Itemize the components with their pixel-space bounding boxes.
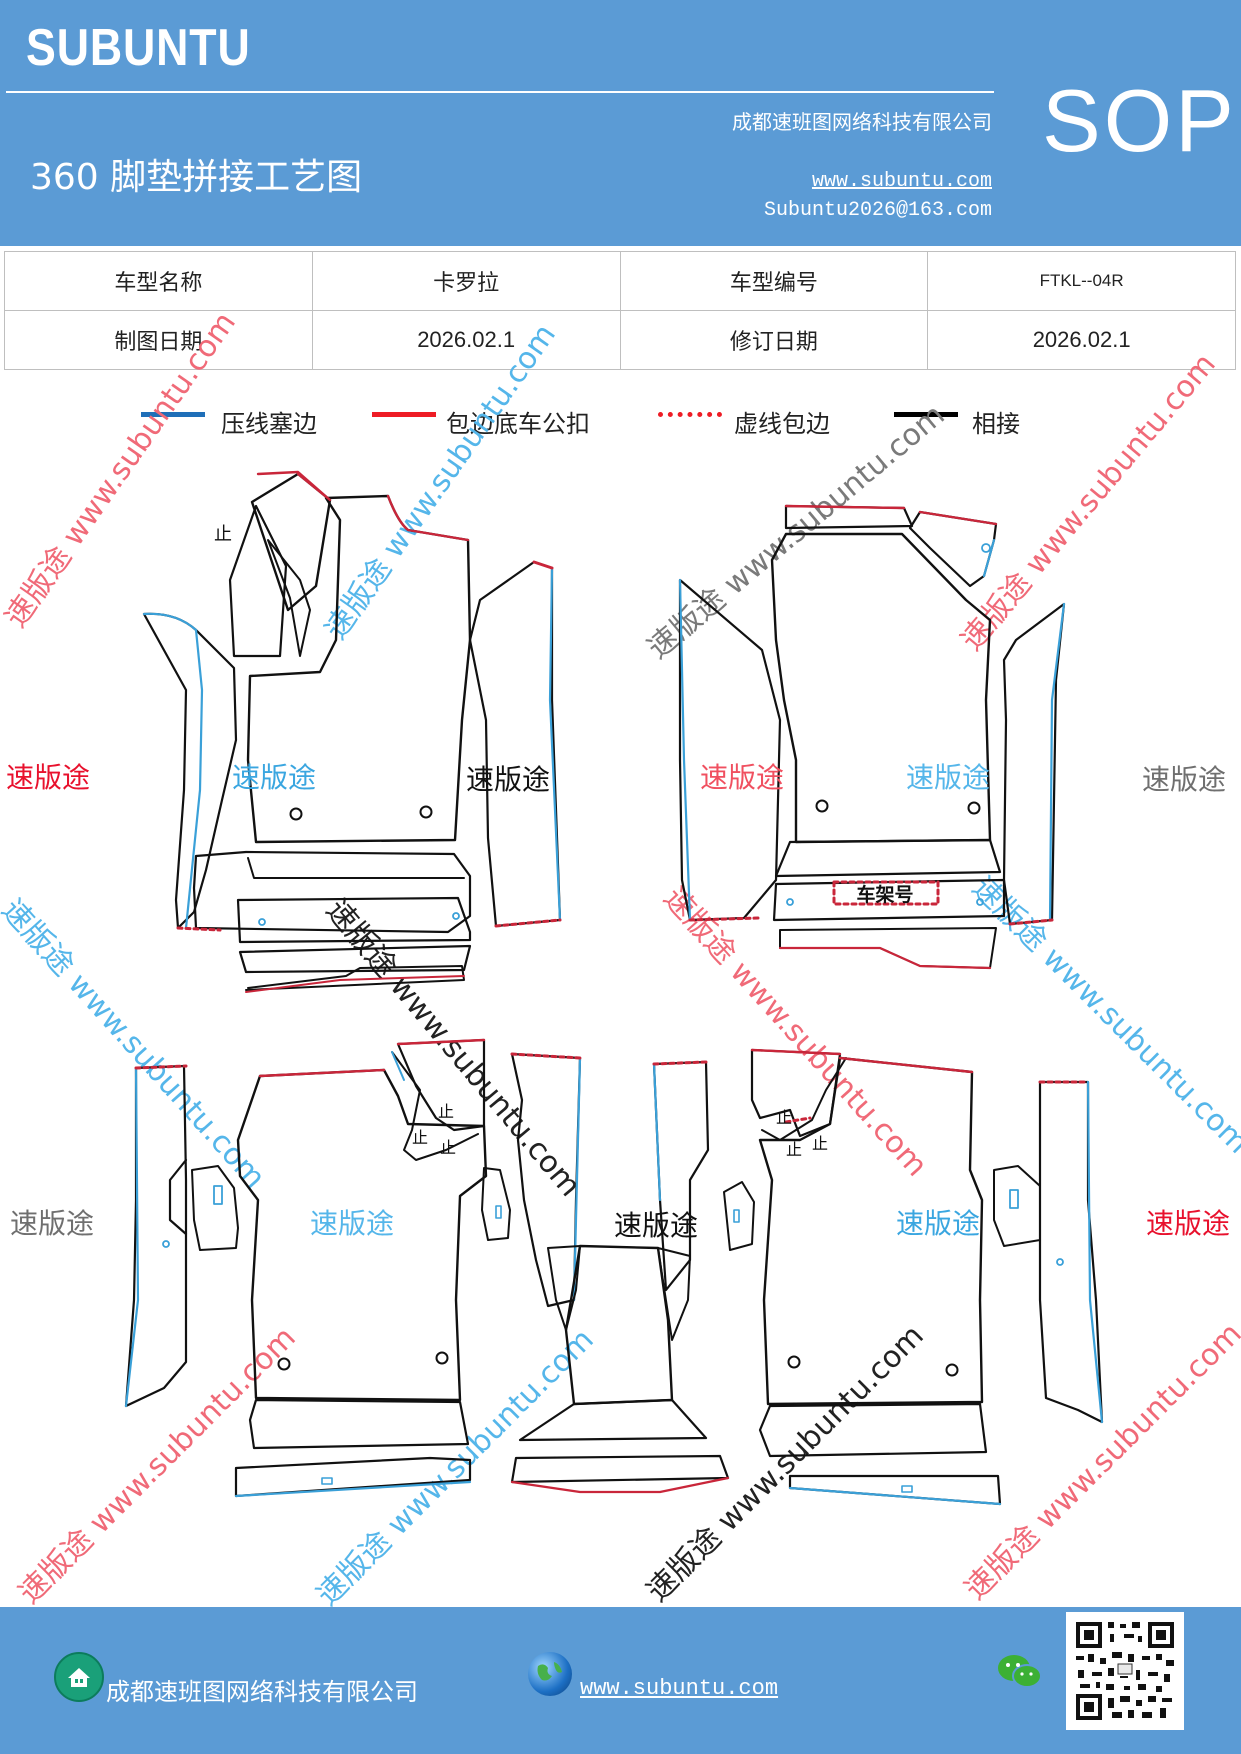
legend-label: 相接	[972, 410, 1020, 438]
wechat-icon	[996, 1652, 1044, 1692]
sop-badge: SOP	[1042, 71, 1237, 170]
header-company-name: 成都速班图网络科技有限公司	[732, 110, 992, 134]
floor-mat-pattern-drawing	[124, 470, 1104, 1506]
watermark-brand: 速版途	[896, 1207, 981, 1240]
legend-line-blue	[141, 412, 205, 417]
joint-mark: 止	[812, 1134, 829, 1153]
header-website-link[interactable]: www.subuntu.com	[811, 170, 992, 193]
legend-line-red	[372, 412, 436, 417]
page-title: 360 脚垫拼接工艺图	[30, 157, 363, 198]
legend-line-black	[894, 412, 958, 417]
header-divider	[6, 91, 994, 93]
watermark-brand: 速版途	[906, 761, 991, 794]
frame-number-tag: 车架号	[856, 884, 914, 906]
table-row: 制图日期 2026.02.1 修订日期 2026.02.1	[4, 310, 1236, 370]
joint-mark: 止	[214, 524, 232, 545]
mat-group-front-left	[142, 470, 562, 993]
home-icon	[54, 1652, 104, 1702]
footer-company-name: 成都速班图网络科技有限公司	[106, 1678, 418, 1706]
draw-date-label: 制图日期	[4, 310, 313, 370]
legend-line-red-dotted	[658, 412, 722, 417]
model-code-value: FTKL--04R	[927, 251, 1236, 311]
mat-group-rear-center	[510, 1244, 730, 1494]
watermark-brand: 速版途	[6, 761, 91, 794]
model-name-label: 车型名称	[4, 251, 313, 311]
watermark-brand: 速版途	[614, 1209, 699, 1242]
revise-date-label: 修订日期	[619, 310, 929, 370]
revise-date-value: 2026.02.1	[927, 310, 1236, 370]
watermark-brand: 速版途	[1142, 763, 1227, 796]
joint-mark: 止	[412, 1128, 429, 1147]
globe-icon	[528, 1652, 572, 1696]
legend-label: 压线塞边	[221, 410, 317, 438]
mat-group-front-right	[678, 504, 1066, 970]
header-email[interactable]: Subuntu2026@163.com	[763, 199, 992, 222]
joint-mark: 止	[440, 1138, 457, 1157]
mat-group-rear-right	[652, 1048, 1104, 1506]
company-logo: SUBUNTU	[26, 19, 251, 77]
model-code-label: 车型编号	[619, 251, 929, 311]
watermark-brand: 速版途	[466, 763, 551, 796]
legend-label: 包边底车公扣	[446, 410, 590, 438]
watermark-brand: 速版途	[700, 761, 785, 794]
legend-label: 虚线包边	[734, 410, 830, 438]
joint-mark: 止	[438, 1102, 455, 1121]
header-banner	[0, 0, 1241, 246]
footer-website-link[interactable]: www.subuntu.com	[580, 1676, 779, 1701]
joint-mark: 止	[776, 1108, 793, 1127]
vehicle-info-table: 车型名称 卡罗拉 车型编号 FTKL--04R 制图日期 2026.02.1 修…	[4, 251, 1236, 370]
watermark-brand: 速版途	[10, 1207, 95, 1240]
qr-code	[1066, 1612, 1184, 1730]
watermark-brand: 速版途	[310, 1207, 395, 1240]
mat-group-rear-left	[124, 1038, 582, 1498]
joint-mark: 止	[786, 1140, 803, 1159]
watermark-brand: 速版途	[1146, 1207, 1231, 1240]
watermark-brand: 速版途	[232, 761, 317, 794]
